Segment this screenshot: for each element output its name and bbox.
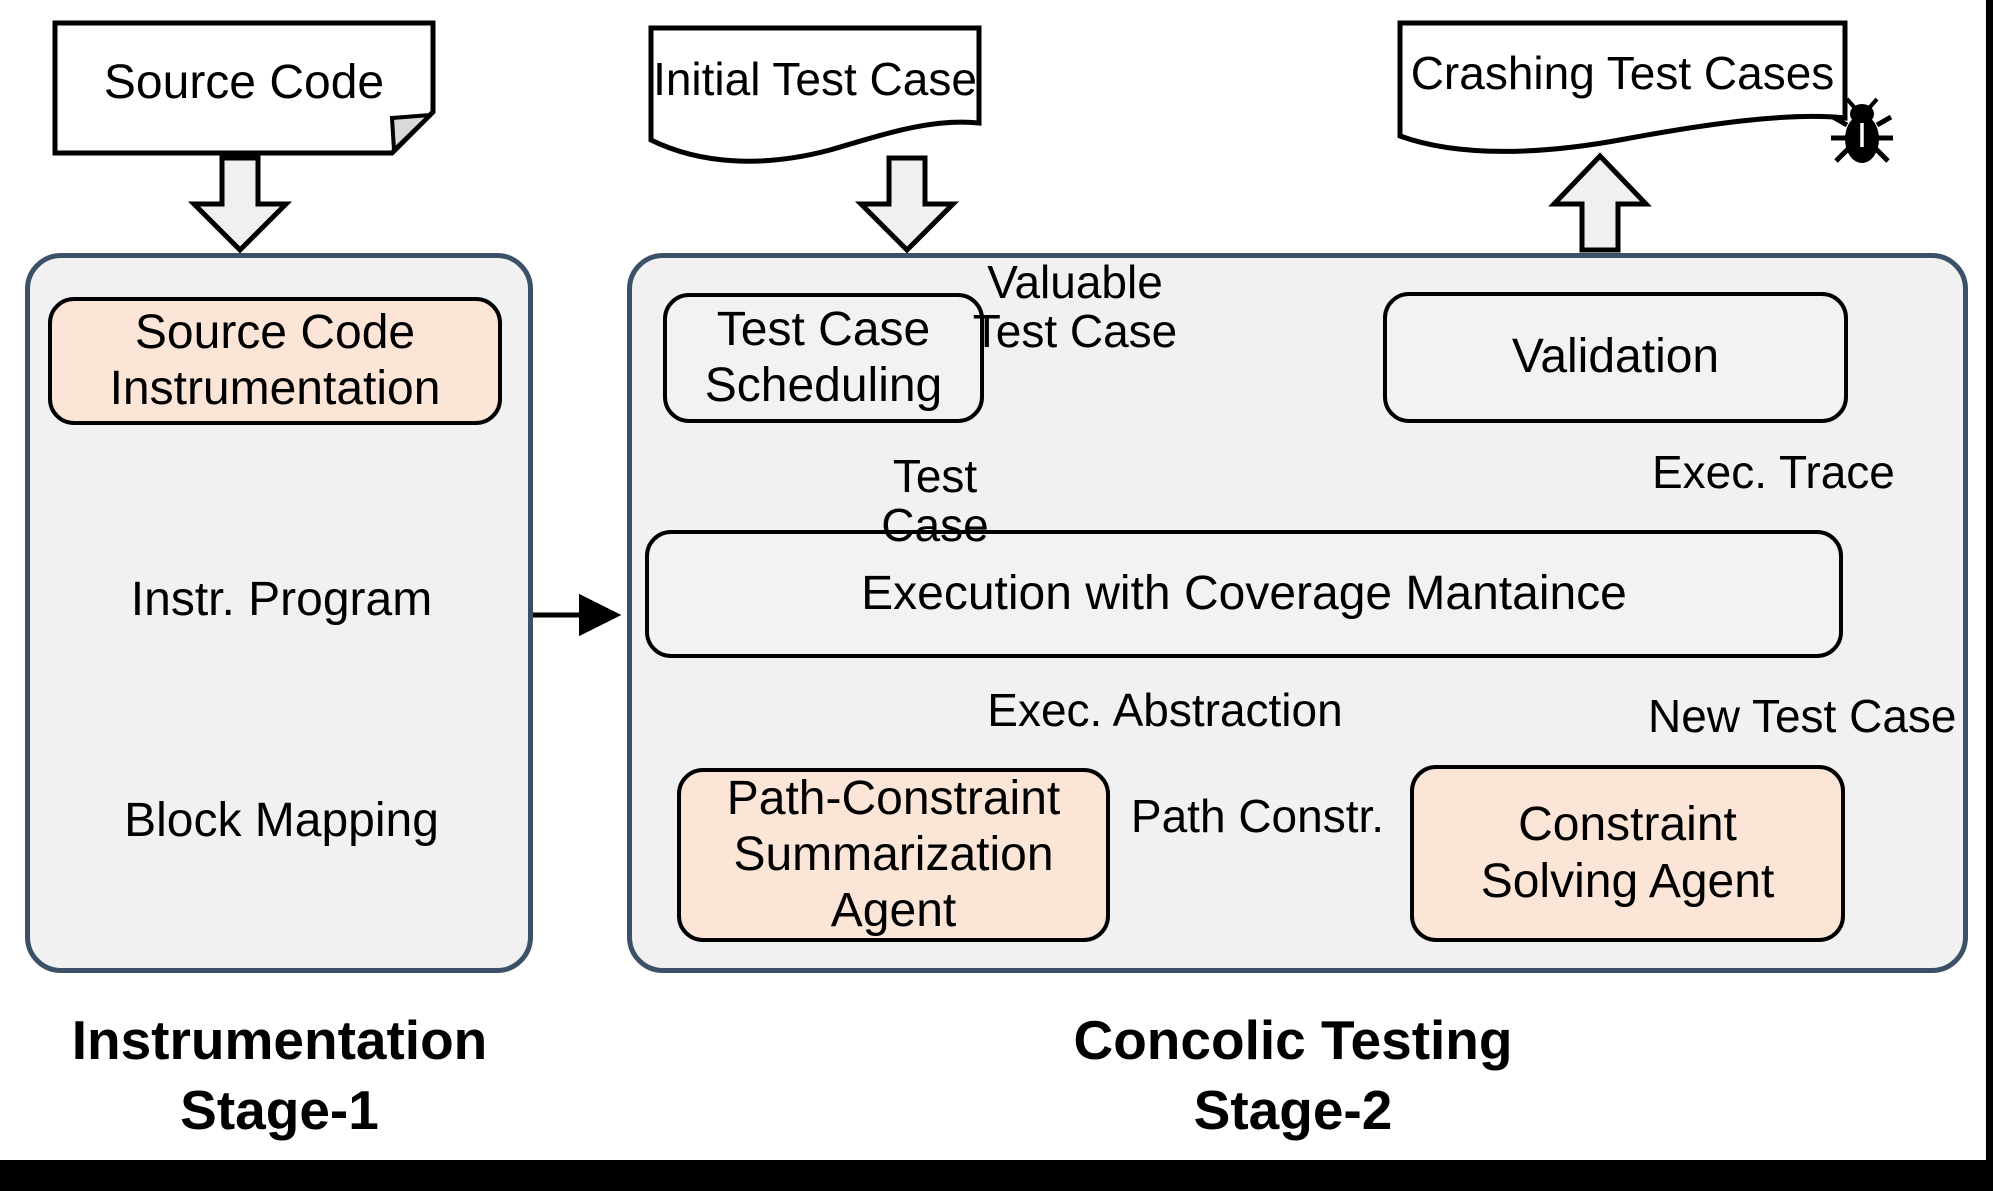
execution-coverage-box: Execution with Coverage Mantaince xyxy=(645,530,1843,658)
path-constraint-summarization-agent-box: Path-Constraint Summarization Agent xyxy=(677,768,1110,942)
path-constr-label: Path Constr. xyxy=(1130,790,1385,842)
test-case-scheduling-box: Test Case Scheduling xyxy=(663,293,984,423)
test-case-label: Test Case xyxy=(881,450,989,551)
stage1-subtitle: Stage-1 xyxy=(180,1079,379,1141)
exec-trace-label: Exec. Trace xyxy=(1652,446,1895,498)
initial-test-case-doc-label: Initial Test Case xyxy=(653,53,977,105)
initial-test-case-down-arrow-icon xyxy=(854,155,960,254)
stage1-title: Instrumentation xyxy=(71,1009,488,1071)
crashing-test-cases-up-arrow-icon xyxy=(1548,152,1652,253)
valuable-test-case-label: Valuable Test Case xyxy=(972,256,1178,357)
crashing-test-cases-document-shape xyxy=(1397,20,1848,154)
exec-abstraction-label: Exec. Abstraction xyxy=(987,684,1343,736)
crashing-test-cases-doc-label: Crashing Test Cases xyxy=(1410,47,1835,99)
source-code-doc-label: Source Code xyxy=(103,55,385,109)
instr-program-doc-label: Instr. Program xyxy=(130,572,433,626)
right-black-edge xyxy=(1986,0,1993,1191)
new-test-case-label: New Test Case xyxy=(1648,690,1957,742)
source-code-instrumentation-box: Source Code Instrumentation xyxy=(48,297,502,425)
source-code-down-arrow-icon xyxy=(187,155,293,254)
constraint-solving-agent-box: Constraint Solving Agent xyxy=(1410,765,1845,942)
stage2-title: Concolic Testing xyxy=(1073,1009,1513,1071)
bug-icon xyxy=(1831,97,1893,163)
validation-box: Validation xyxy=(1383,292,1848,423)
source-code-document-fold xyxy=(389,112,436,155)
bottom-black-bar xyxy=(0,1160,1993,1191)
initial-test-case-document-shape xyxy=(648,25,982,164)
stage2-subtitle: Stage-2 xyxy=(1193,1079,1393,1141)
block-mapping-doc-label: Block Mapping xyxy=(124,793,439,847)
